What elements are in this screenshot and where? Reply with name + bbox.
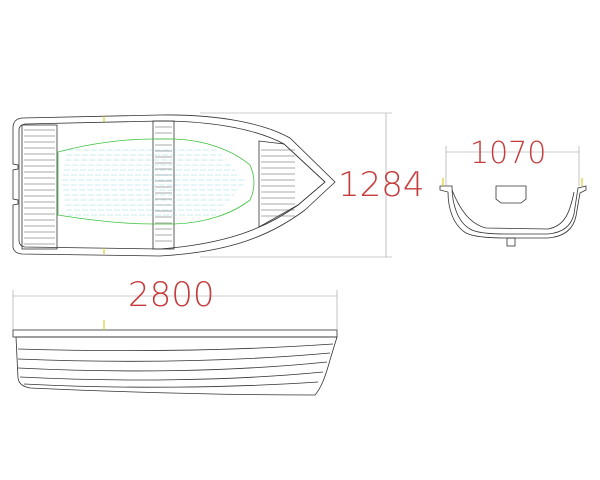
plan-floor-outline (57, 138, 255, 225)
plan-bench-slats (24, 126, 295, 245)
section-shell-inner (451, 189, 575, 230)
plan-hull-outer (12, 114, 336, 257)
plan-hull-inner (18, 120, 326, 250)
side-view (12, 329, 338, 396)
side-strake-3 (17, 361, 328, 372)
plan-width-dimension (200, 112, 392, 258)
section-width-label: 1070 (470, 136, 546, 171)
section-seat-box (495, 185, 527, 204)
plan-width-label: 1284 (338, 165, 425, 205)
side-strake-4 (19, 371, 324, 381)
length-dimension (12, 290, 338, 330)
section-markers (442, 178, 583, 186)
section-view (439, 185, 587, 247)
side-hull (15, 336, 338, 396)
side-gunwale (12, 329, 338, 338)
section-width-dimension (445, 146, 580, 186)
plan-floor (57, 138, 255, 225)
side-strake-1 (17, 343, 334, 351)
side-strake-5 (23, 381, 319, 388)
plan-floor-lines (62, 149, 245, 216)
section-keel (506, 237, 516, 247)
section-shell-outer (439, 185, 587, 239)
side-strake-2 (17, 352, 331, 362)
plan-bow-deck (258, 140, 326, 228)
length-label: 2800 (128, 275, 215, 315)
plan-stern-bench (21, 124, 58, 250)
plan-view (12, 114, 336, 257)
